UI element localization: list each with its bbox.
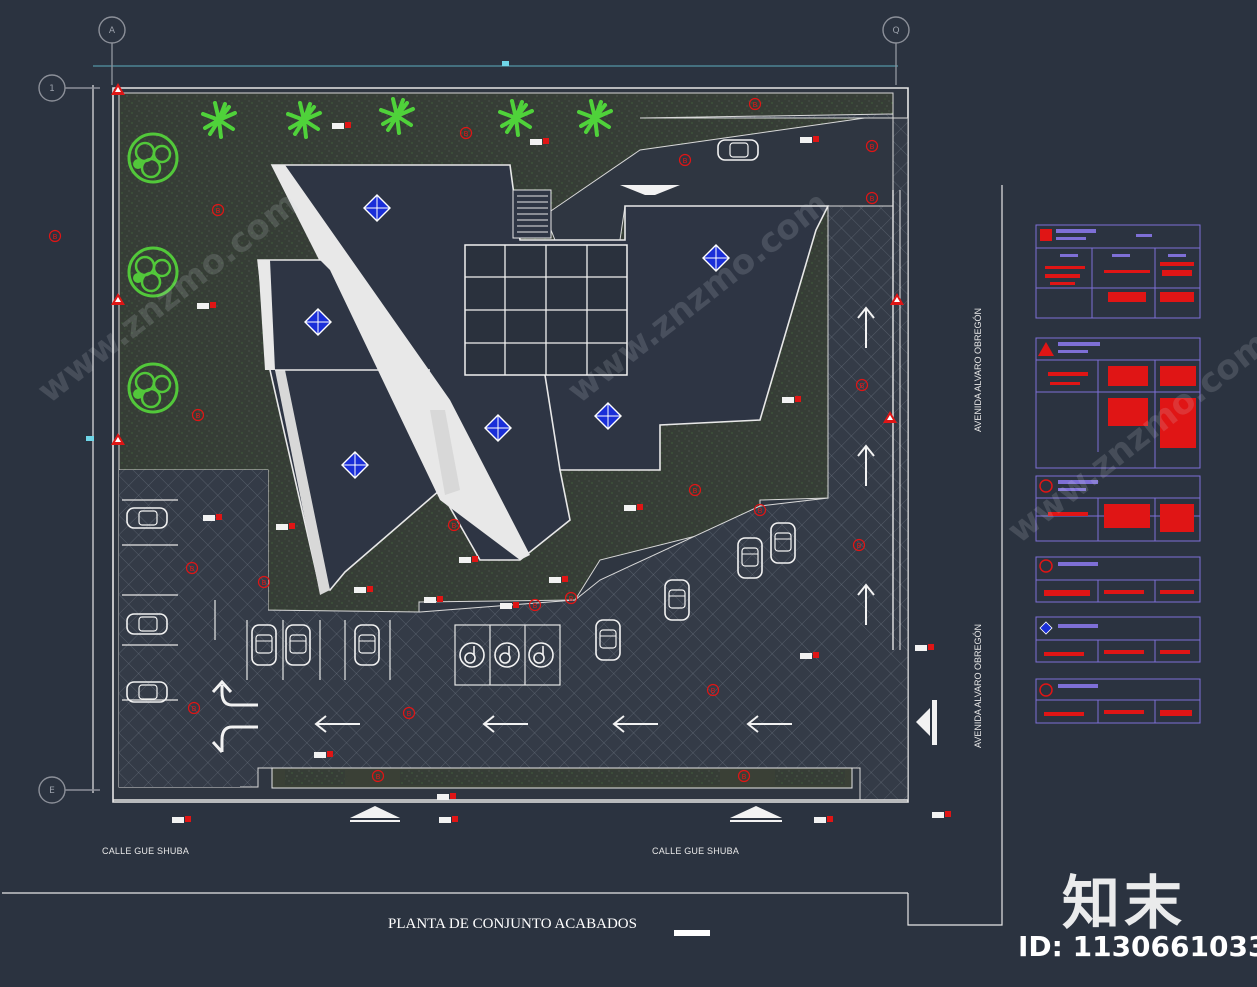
grid-label-q: Q [892, 26, 899, 36]
parking-stalls [122, 499, 561, 701]
site-boundary-lines [2, 61, 1003, 926]
title-underline [674, 930, 710, 936]
grid-bubble-icon [38, 16, 910, 804]
wheelchair-icon [459, 642, 554, 668]
drawing-title: PLANTA DE CONJUNTO ACABADOS [388, 916, 637, 932]
street-label-right: CALLE GUE SHUBA [652, 846, 740, 856]
asset-id-label: ID: 1130661033 [1018, 930, 1257, 963]
avenue-label-lower: AVENIDA ALVARO OBREGÓN [973, 623, 983, 748]
street-label-left: CALLE GUE SHUBA [102, 846, 190, 856]
grid-label-1: 1 [49, 84, 55, 94]
grid-label-e: E [49, 786, 55, 796]
finish-legend-tables [1035, 224, 1201, 724]
building-footprint [257, 164, 830, 595]
legend-entries [1038, 229, 1196, 716]
grid-label-a: A [109, 26, 116, 36]
avenue-label-upper: AVENIDA ALVARO OBREGÓN [973, 307, 983, 432]
arrow-icon [211, 185, 937, 822]
brand-logo: 知末 [1062, 869, 1187, 937]
